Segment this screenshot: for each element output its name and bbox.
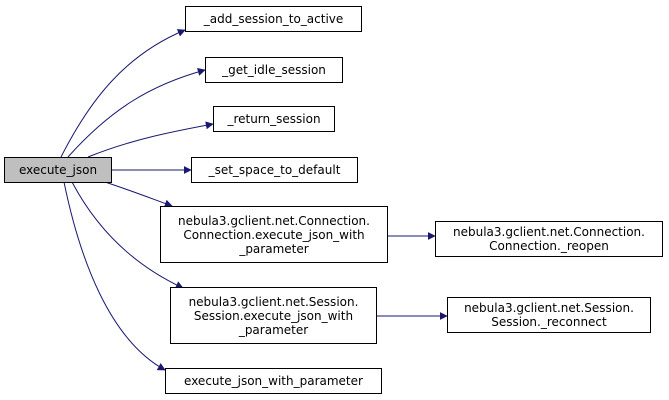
node-label-line: nebula3.gclient.net.Session. — [188, 294, 359, 309]
node-session-execute-json-with-parameter[interactable]: nebula3.gclient.net.Session. Session.exe… — [170, 287, 377, 344]
node-add-session-to-active[interactable]: _add_session_to_active — [185, 6, 362, 32]
edge-to-execute-with-parameter — [63, 181, 166, 371]
node-label: _set_space_to_default — [208, 163, 341, 177]
node-execute-json[interactable]: execute_json — [4, 157, 112, 183]
edge-to-connection-execute — [104, 181, 173, 208]
node-label-line: _parameter — [239, 241, 309, 256]
node-label: _get_idle_session — [222, 63, 326, 77]
node-get-idle-session[interactable]: _get_idle_session — [205, 57, 343, 83]
node-connection-execute-json-with-parameter[interactable]: nebula3.gclient.net.Connection. Connecti… — [160, 206, 388, 263]
node-label-line: nebula3.gclient.net.Connection. — [453, 225, 645, 239]
node-label: execute_json — [18, 163, 98, 177]
node-label-line: Session._reconnect — [491, 315, 607, 329]
edge-to-session-execute — [71, 181, 184, 289]
node-label-line: Connection._reopen — [489, 239, 609, 253]
node-label-line: _parameter — [238, 322, 309, 337]
node-label-line: Connection.execute_json_with — [183, 227, 365, 242]
edge-to-add-session — [60, 29, 186, 158]
node-return-session[interactable]: _return_session — [213, 106, 335, 132]
node-session-reconnect[interactable]: nebula3.gclient.net.Session. Session._re… — [447, 297, 651, 333]
node-set-space-to-default[interactable]: _set_space_to_default — [191, 157, 358, 183]
node-execute-json-with-parameter[interactable]: execute_json_with_parameter — [165, 368, 382, 394]
edge-to-get-idle-session — [67, 68, 206, 158]
node-label-line: nebula3.gclient.net.Session. — [464, 301, 634, 315]
edge-to-return-session — [87, 121, 214, 158]
node-label: execute_json_with_parameter — [184, 374, 363, 388]
node-label-line: Session.execute_json_with — [193, 308, 354, 323]
node-label: _return_session — [227, 112, 321, 126]
node-label-line: nebula3.gclient.net.Connection. — [178, 213, 370, 228]
node-connection-reopen[interactable]: nebula3.gclient.net.Connection. Connecti… — [435, 221, 663, 257]
node-label: _add_session_to_active — [203, 12, 344, 26]
